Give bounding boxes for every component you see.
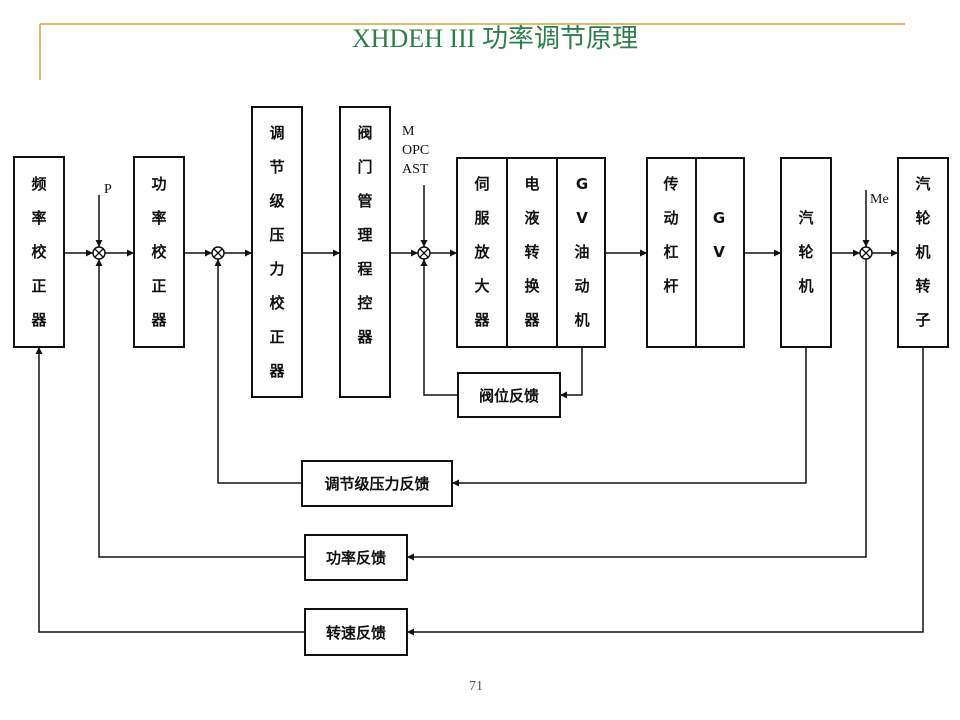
block-turbine-rotor-label: 汽轮机转子	[915, 175, 930, 329]
block-frequency-corrector: 频率校正器	[13, 156, 65, 348]
line-stage-fb-to-sum2	[214, 259, 302, 484]
line-turbine-to-stage-fb	[452, 347, 807, 487]
block-valve-management-label: 阀门管理程控器	[356, 124, 373, 346]
block-eh-converter-label: 电液转换器	[523, 175, 540, 329]
block-speed-feedback: 转速反馈	[304, 608, 408, 656]
line-valve-fb-to-sum3	[420, 259, 458, 396]
signal-p-label: P	[104, 182, 112, 197]
block-valve-management: 阀门管理程控器	[339, 106, 391, 398]
block-stage-pressure-corrector-label: 调节级压力校正器	[268, 124, 285, 380]
line-power-fb-to-sum1	[95, 259, 305, 558]
summing-junction-1	[92, 246, 106, 260]
block-stage-pressure-feedback: 调节级压力反馈	[301, 460, 453, 507]
valve-position-feedback-label: 阀位反馈	[479, 387, 539, 405]
block-turbine: 汽轮机	[780, 157, 832, 348]
line-speed-fb-to-freq	[35, 347, 305, 633]
signal-opc-label: OPC	[402, 143, 429, 158]
block-frequency-corrector-label: 频率校正器	[30, 175, 47, 329]
signal-ast-label: AST	[402, 162, 429, 177]
block-valve-position-feedback: 阀位反馈	[457, 372, 561, 418]
line-rotor-to-speed-fb	[407, 347, 924, 636]
summing-junction-4	[859, 246, 873, 260]
signal-me-label: Me	[870, 192, 889, 207]
block-stage-pressure-corrector: 调节级压力校正器	[251, 106, 303, 398]
speed-feedback-label: 转速反馈	[326, 624, 386, 642]
power-feedback-label: 功率反馈	[326, 549, 386, 567]
signal-m-label: M	[402, 124, 415, 139]
block-power-corrector-label: 功率校正器	[150, 175, 167, 329]
block-turbine-rotor: 汽轮机转子	[897, 157, 949, 348]
summing-junction-2	[211, 246, 225, 260]
block-linkage-label: 传动杠杆	[662, 175, 678, 295]
block-power-feedback: 功率反馈	[304, 534, 408, 581]
line-sum4-to-power-fb	[407, 259, 867, 561]
line-actuator-to-valve-fb	[560, 347, 583, 399]
block-turbine-label: 汽轮机	[798, 209, 813, 295]
block-power-corrector: 功率校正器	[133, 156, 185, 348]
summing-junction-3	[417, 246, 431, 260]
page-number: 71	[469, 679, 483, 694]
stage-pressure-feedback-label: 调节级压力反馈	[324, 475, 429, 493]
block-servo-amplifier-label: 伺服放大器	[473, 175, 490, 329]
slide-title: XHDEH III 功率调节原理	[352, 24, 638, 53]
